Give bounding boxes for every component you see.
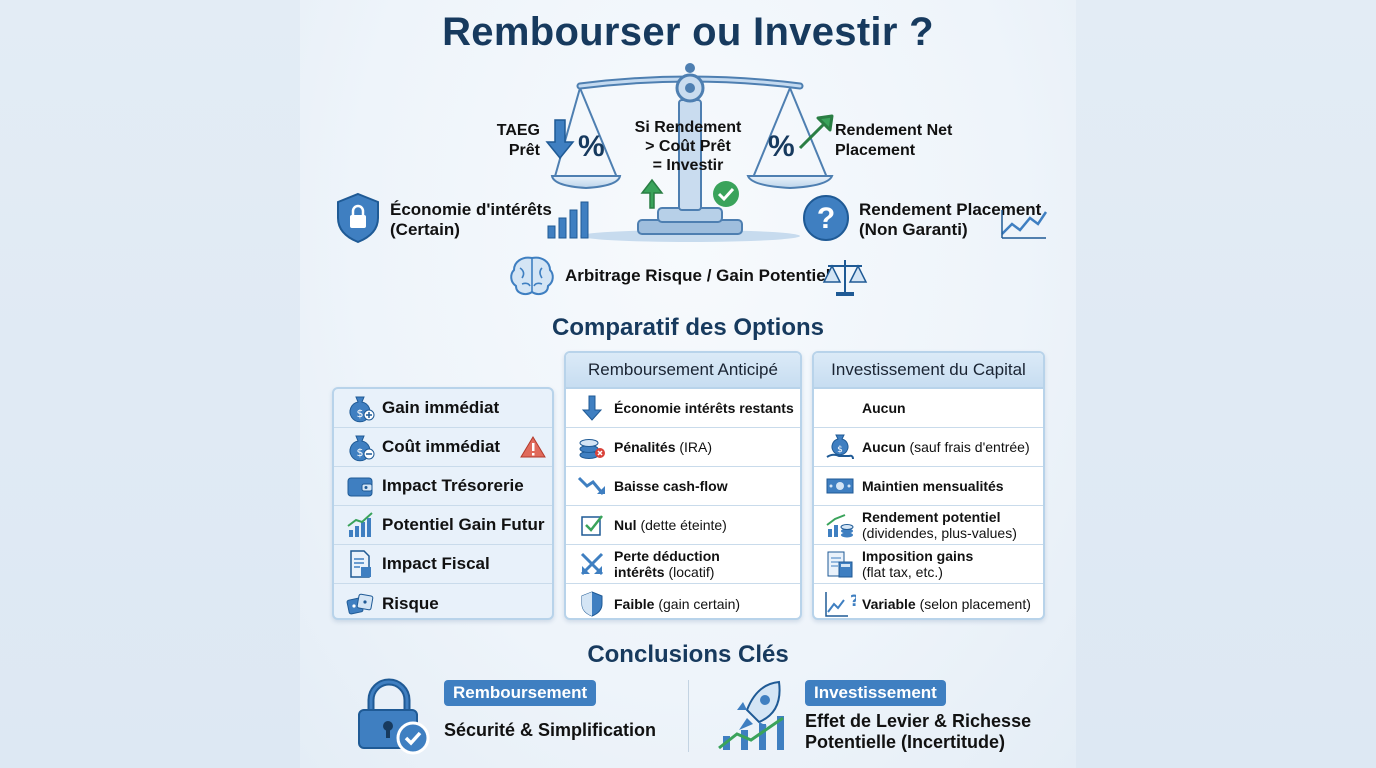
- percent-down-icon: [545, 119, 575, 160]
- checkbox-icon: [576, 510, 608, 540]
- percent-right: %: [768, 130, 795, 163]
- comparatif-title: Comparatif des Options: [551, 314, 825, 341]
- criteria-row: Potentiel Gain Futur: [334, 506, 552, 545]
- trend-up-arrow-icon: [798, 114, 834, 150]
- lock-shield-icon: [337, 192, 379, 244]
- line-chart-icon: [1001, 210, 1048, 239]
- criteria-row: Impact Trésorerie: [334, 467, 552, 506]
- page-title: Rembourser ou Investir ?: [442, 10, 934, 54]
- investissement-row: $ Aucun (sauf frais d'entrée): [814, 428, 1043, 467]
- growth-coins-icon: [824, 510, 856, 540]
- crossed-arrows-icon: [576, 549, 608, 579]
- shield-icon: [576, 589, 608, 619]
- trend-down-icon: [576, 471, 608, 501]
- dice-icon: [344, 589, 376, 619]
- money-bag-minus-icon: $: [344, 432, 376, 462]
- criteria-label: Potentiel Gain Futur: [382, 515, 545, 534]
- balance-scale-icon: [550, 63, 834, 242]
- svg-text:?: ?: [817, 202, 835, 235]
- criteria-label: Impact Trésorerie: [382, 476, 524, 495]
- economie-label: Économie d'intérêts(Certain): [390, 200, 552, 239]
- brain-icon: [510, 256, 554, 295]
- remboursement-row: Économie intérêts restants: [566, 389, 800, 428]
- criteria-label: Coût immédiat: [382, 437, 501, 456]
- investissement-pill: Investissement: [805, 680, 946, 706]
- remboursement-header: Remboursement Anticipé: [566, 353, 800, 389]
- warning-icon: [520, 436, 546, 458]
- remboursement-row: Faible (gain certain): [566, 584, 800, 619]
- wallet-icon: [344, 471, 376, 501]
- banknote-icon: [824, 471, 856, 501]
- remboursement-row: Baisse cash-flow: [566, 467, 800, 506]
- investissement-row: ? Variable (selon placement): [814, 584, 1043, 619]
- arrow-down-icon: [576, 393, 608, 423]
- tax-document-icon: [344, 549, 376, 579]
- money-bag-plus-icon: $: [344, 393, 376, 423]
- remboursement-row: Nul (dette éteinte): [566, 506, 800, 545]
- investissement-card: Investissement du Capital Aucun $ Aucun …: [812, 351, 1045, 620]
- hand-money-icon: $: [824, 432, 856, 462]
- investissement-header: Investissement du Capital: [814, 353, 1043, 389]
- background-right: [1076, 0, 1376, 768]
- investissement-row: Rendement potentiel(dividendes, plus-val…: [814, 506, 1043, 545]
- remboursement-row: Pénalités (IRA): [566, 428, 800, 467]
- coins-penalty-icon: [576, 432, 608, 462]
- svg-text:$: $: [357, 446, 364, 459]
- calculator-form-icon: [824, 549, 856, 579]
- investissement-row: Maintien mensualités: [814, 467, 1043, 506]
- padlock-check-icon: [358, 678, 430, 755]
- investissement-row: Aucun: [814, 389, 1043, 428]
- remboursement-card: Remboursement Anticipé Économie intérêts…: [564, 351, 802, 620]
- conclusion-left-text: Sécurité & Simplification: [444, 720, 657, 740]
- arbitrage-label: Arbitrage Risque / Gain Potentiel: [565, 266, 831, 285]
- criteria-row: $ Gain immédiat: [334, 389, 552, 428]
- criteria-row: $ Coût immédiat: [334, 428, 552, 467]
- criteria-label: Impact Fiscal: [382, 554, 490, 573]
- investissement-row: Imposition gains(flat tax, etc.): [814, 545, 1043, 584]
- background-left: [0, 0, 300, 768]
- conclusions-divider: [688, 680, 689, 752]
- conclusions-title: Conclusions Clés: [587, 641, 789, 668]
- criteria-row: Impact Fiscal: [334, 545, 552, 584]
- chart-question-icon: ?: [824, 589, 856, 619]
- criteria-label: Risque: [382, 593, 439, 613]
- criteria-row: Risque: [334, 584, 552, 619]
- growth-chart-icon: [344, 510, 376, 540]
- svg-text:$: $: [837, 445, 843, 455]
- small-scale-icon: [822, 260, 868, 296]
- decision-rule: Si Rendement> Coût Prêt= Investir: [634, 119, 742, 174]
- svg-text:?: ?: [850, 591, 856, 610]
- rendement-label: Rendement Placement(Non Garanti): [859, 200, 1042, 239]
- criteria-label: Gain immédiat: [382, 398, 500, 417]
- percent-left: %: [578, 130, 605, 163]
- bar-chart-icon: [547, 201, 589, 239]
- question-circle-icon: ?: [803, 195, 849, 241]
- svg-text:$: $: [357, 407, 364, 420]
- remboursement-pill: Remboursement: [444, 680, 597, 706]
- rocket-growth-icon: [718, 680, 784, 750]
- criteria-card: $ Gain immédiat $ Coût immédiat Impact T…: [332, 387, 554, 620]
